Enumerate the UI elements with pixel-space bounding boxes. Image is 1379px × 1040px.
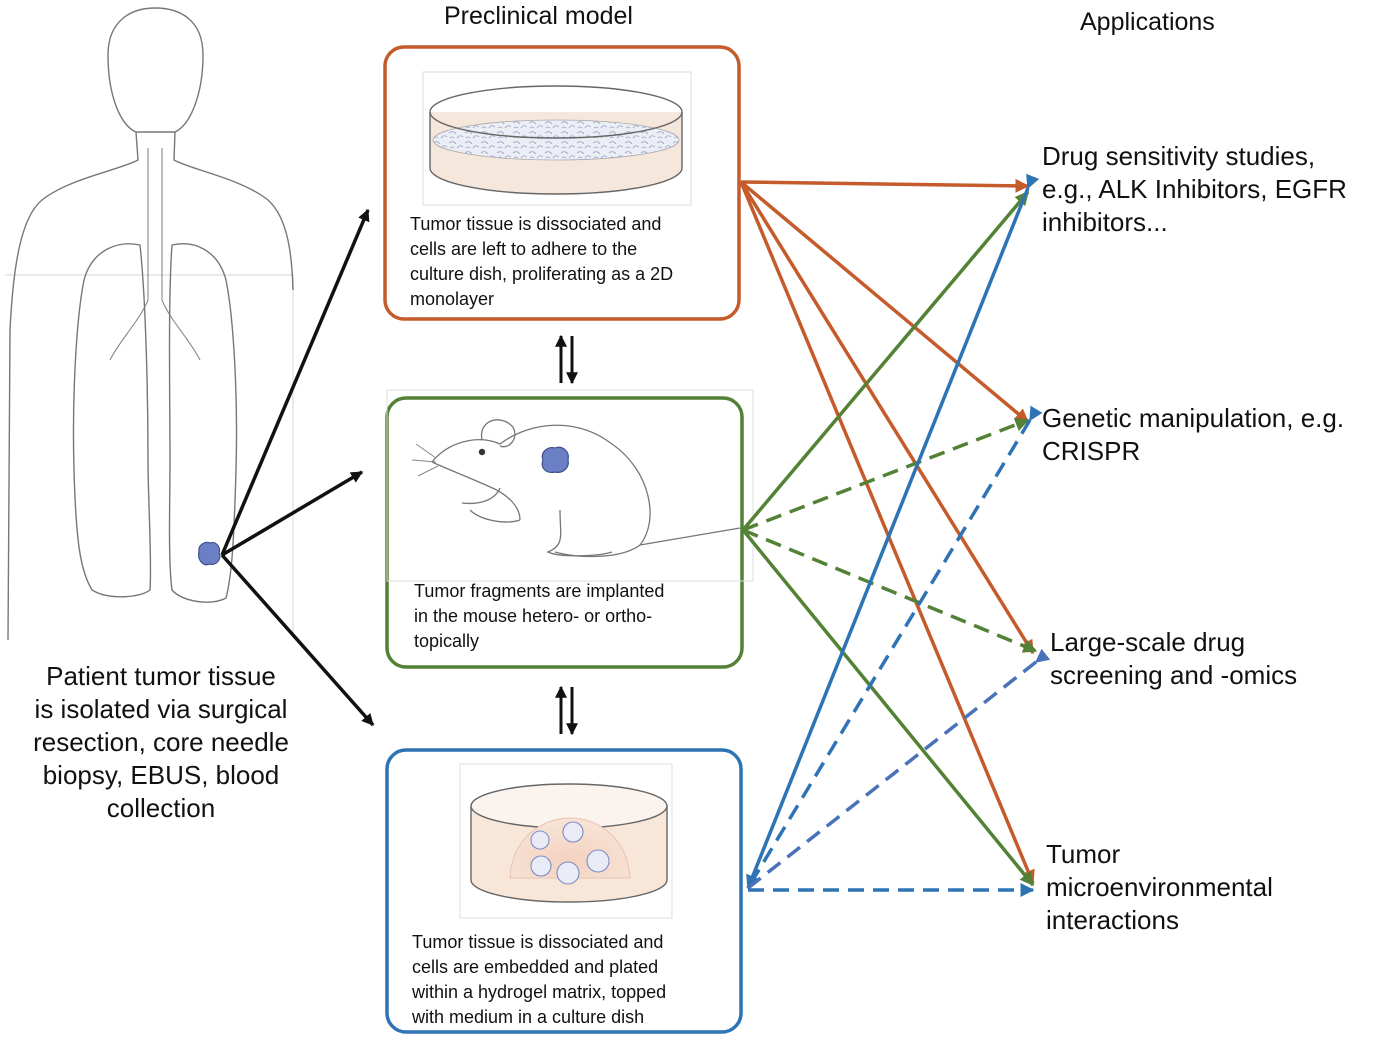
patient-caption-line: resection, core needle [33, 727, 289, 757]
app-large-scale-screening: Large-scale drug screening and -omics [1050, 626, 1375, 692]
mouse-illustration [386, 389, 754, 582]
app-drug-sensitivity: Drug sensitivity studies, e.g., ALK Inhi… [1042, 140, 1377, 239]
app-drug-sensitivity-line: inhibitors... [1042, 207, 1168, 237]
app-microenvironment-line: Tumor [1046, 839, 1121, 869]
patient-caption-line: biopsy, EBUS, blood [42, 760, 280, 790]
monolayer-caption: Tumor tissue is dissociated and cells ar… [410, 212, 735, 312]
applications-header: Applications [1080, 8, 1215, 36]
preclinical-model-header: Preclinical model [444, 2, 633, 30]
tumor-icon [198, 541, 221, 566]
organoid-caption-line: within a hydrogel matrix, topped [412, 982, 667, 1002]
organoid-to-applications-arrows [746, 173, 1051, 897]
app-genetic-line: Genetic manipulation, e.g. [1042, 403, 1345, 433]
organoid-caption-line: with medium in a culture dish [412, 1007, 645, 1027]
patient-caption-line: is isolated via surgical [34, 694, 288, 724]
patient-caption: Patient tumor tissue is isolated via sur… [0, 660, 322, 825]
organoid-caption-line: cells are embedded and plated [412, 957, 659, 977]
app-tumor-microenvironment: Tumor microenvironmental interactions [1046, 838, 1371, 937]
app-microenvironment-line: interactions [1046, 905, 1179, 935]
pdx-caption-line: Tumor fragments are implanted [414, 581, 665, 601]
app-screening-line: Large-scale drug [1050, 627, 1246, 657]
mouse-tumor-icon [541, 446, 569, 473]
monolayer-caption-line: culture dish, proliferating as a 2D [410, 264, 674, 284]
app-microenvironment-line: microenvironmental [1046, 872, 1273, 902]
organoid-box [385, 748, 743, 1034]
organoid-caption-line: Tumor tissue is dissociated and [412, 932, 664, 952]
pdx-caption-line: in the mouse hetero- or ortho- [414, 606, 653, 626]
monolayer-caption-line: cells are left to adhere to the [410, 239, 638, 259]
arrow-to-pdx [221, 470, 364, 557]
app-genetic-line: CRISPR [1042, 436, 1141, 466]
app-drug-sensitivity-line: Drug sensitivity studies, [1042, 141, 1316, 171]
interconversion-arrows-bottom [555, 685, 578, 736]
app-screening-line: screening and -omics [1050, 660, 1298, 690]
organoid-caption: Tumor tissue is dissociated and cells ar… [412, 930, 737, 1030]
organoid-dish-illustration [459, 763, 673, 919]
patient-caption-line: Patient tumor tissue [46, 661, 276, 691]
arrow-to-organoid [220, 553, 375, 727]
app-genetic-manipulation: Genetic manipulation, e.g. CRISPR [1042, 402, 1377, 468]
arrow-to-monolayer [220, 208, 370, 556]
culture-dish-2d-illustration [422, 71, 692, 206]
monolayer-caption-line: monolayer [410, 289, 495, 309]
monolayer-caption-line: Tumor tissue is dissociated and [410, 214, 662, 234]
patient-caption-line: collection [106, 793, 216, 823]
patient-body-illustration [5, 7, 294, 641]
app-drug-sensitivity-line: e.g., ALK Inhibitors, EGFR [1042, 174, 1347, 204]
monolayer-box [383, 45, 741, 321]
interconversion-arrows-top [555, 334, 578, 385]
pdx-caption-line: topically [414, 631, 480, 651]
pdx-caption: Tumor fragments are implanted in the mou… [414, 579, 739, 654]
